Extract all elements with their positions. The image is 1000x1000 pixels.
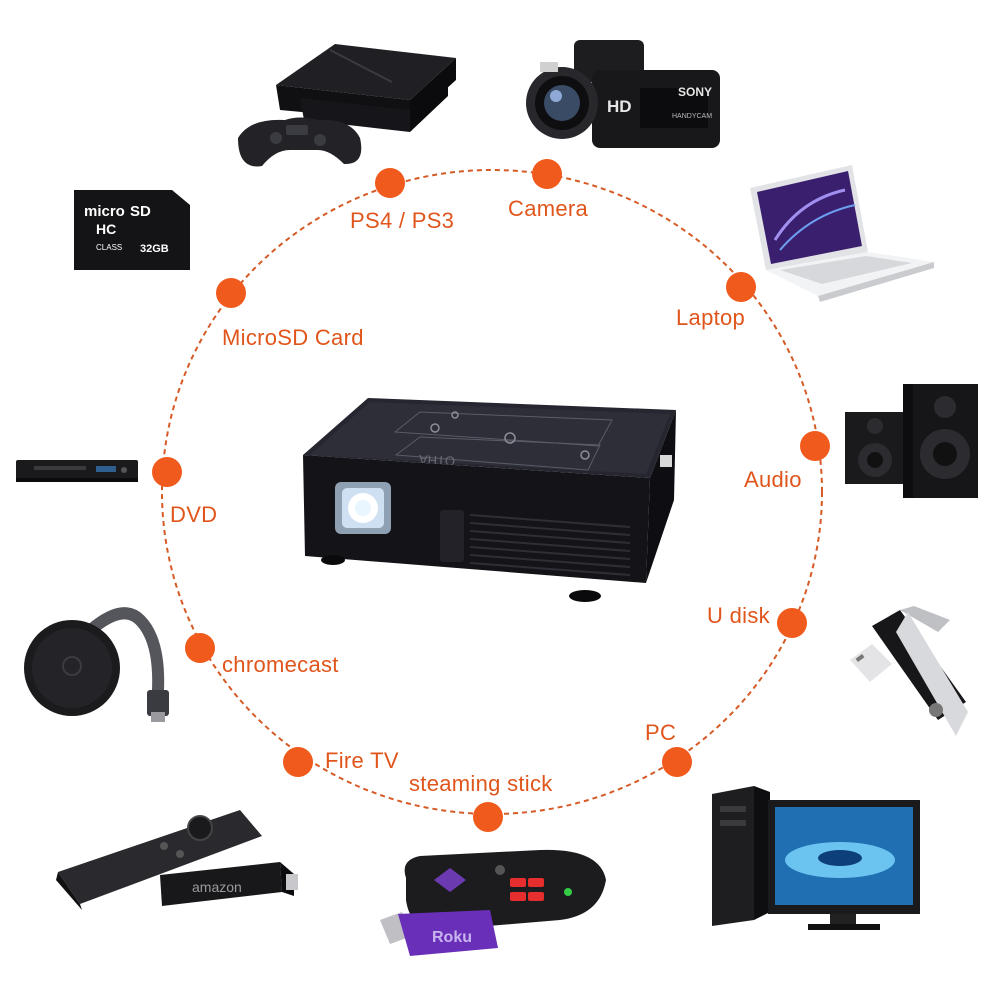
- dvd-player-icon: [16, 460, 138, 482]
- node-laptop: [726, 272, 756, 302]
- node-pc: [662, 747, 692, 777]
- node-microsd: [216, 278, 246, 308]
- label-dvd: DVD: [170, 502, 218, 527]
- node-camera: [532, 159, 562, 189]
- node-audio: [800, 431, 830, 461]
- fire-tv-stick-icon: amazon: [56, 810, 298, 910]
- connection-ring: [161, 169, 823, 815]
- camera-model: HANDYCAM: [672, 113, 712, 120]
- node-dvd: [152, 457, 182, 487]
- label-udisk: U disk: [707, 603, 770, 628]
- label-camera: Camera: [508, 196, 589, 221]
- label-pc: PC: [645, 720, 677, 745]
- label-laptop: Laptop: [676, 305, 746, 330]
- microsd-size: 32GB: [140, 243, 169, 255]
- desktop-pc-icon: [712, 786, 920, 930]
- camcorder-icon: SONY HD HANDYCAM: [526, 40, 720, 148]
- label-chromecast: chromecast: [222, 652, 339, 677]
- connection-nodes: [152, 159, 830, 832]
- label-ps4: PS4 / PS3: [350, 208, 455, 233]
- label-firetv: Fire TV: [325, 748, 399, 773]
- microsd-hc: HC: [96, 221, 116, 237]
- node-udisk: [777, 608, 807, 638]
- label-microsd: MicroSD Card: [222, 325, 364, 350]
- speakers-icon: [845, 384, 978, 498]
- camera-hd: HD: [607, 97, 632, 116]
- node-ps4: [375, 168, 405, 198]
- microsd-card-icon: micro SD HC CLASS 32GB: [74, 190, 190, 270]
- node-stick: [473, 802, 503, 832]
- chromecast-icon: [24, 607, 169, 722]
- projector-icon: OTHA: [303, 398, 676, 602]
- node-chromecast: [185, 633, 215, 663]
- microsd-micro: micro: [84, 203, 125, 220]
- microsd-class: CLASS: [96, 243, 122, 252]
- firetv-brand: amazon: [192, 879, 242, 895]
- label-stick: steaming stick: [409, 771, 553, 796]
- laptop-icon: [750, 165, 934, 302]
- node-firetv: [283, 747, 313, 777]
- camera-brand: SONY: [678, 85, 712, 99]
- label-audio: Audio: [744, 467, 802, 492]
- game-console-icon: [238, 44, 456, 167]
- roku-brand: Roku: [432, 929, 472, 946]
- usb-drive-icon: [850, 606, 968, 736]
- roku-stick-icon: Roku: [380, 849, 606, 956]
- microsd-sd: SD: [130, 203, 151, 220]
